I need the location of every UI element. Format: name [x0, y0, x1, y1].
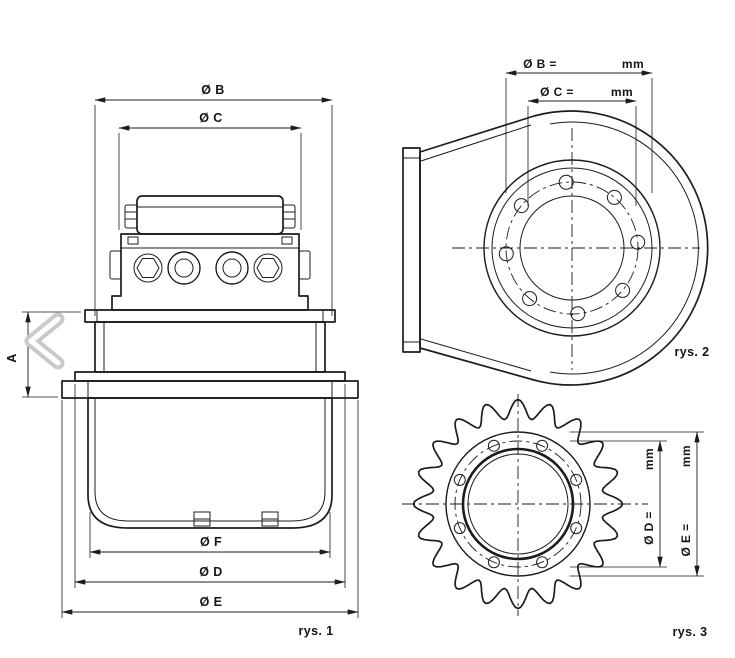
figure-1-caption: rys. 1 [298, 624, 333, 638]
drum-housing [87, 397, 333, 529]
dim-label-c: Ø C [199, 111, 222, 125]
dimension-a: A [5, 311, 81, 398]
figure-sprocket-view: mm Ø D = mm Ø E = rys. 3 [402, 394, 707, 639]
dimension-d-blank: mm Ø D = [570, 440, 667, 568]
dimension-e-blank: mm Ø E = [570, 431, 704, 577]
dim-label-b: Ø B [201, 83, 224, 97]
dimension-c-blank: Ø C = mm [527, 85, 637, 206]
chevron-left-icon[interactable] [24, 312, 65, 370]
bolt-holes [453, 439, 583, 569]
dim-unit-b: mm [622, 57, 644, 71]
sprocket-hub [402, 394, 648, 616]
hex-plug-left [133, 253, 163, 283]
figure-front-view: Ø B Ø C A Ø F Ø D [5, 83, 359, 638]
housing-outline [402, 110, 709, 386]
figure-side-view: Ø B = mm Ø C = mm rys. 2 [402, 57, 709, 386]
dimension-b-blank: Ø B = mm [505, 57, 653, 193]
figure-2-caption: rys. 2 [674, 345, 709, 359]
dim-label-f: Ø F [200, 535, 222, 549]
bolt-holes [498, 174, 646, 322]
dimension-e: Ø E [61, 400, 359, 618]
dim-label-a: A [5, 353, 19, 362]
port-left [167, 251, 201, 285]
dimension-d: Ø D [74, 384, 346, 588]
top-cover [124, 195, 296, 235]
dimension-b: Ø B [94, 83, 333, 316]
dimension-f: Ø F [89, 512, 331, 558]
dim-label-b-eq: Ø B = [523, 57, 557, 71]
hex-plug-right [253, 253, 283, 283]
dim-label-e: Ø E [200, 595, 223, 609]
mounting-flange [61, 309, 359, 399]
port-right [215, 251, 249, 285]
dim-label-d: Ø D [199, 565, 222, 579]
dim-label-d-eq: Ø D = [642, 511, 656, 545]
bolt-circle-face [452, 128, 700, 370]
dimension-c: Ø C [118, 111, 302, 230]
figure-3-caption: rys. 3 [672, 625, 707, 639]
dim-unit-e: mm [679, 445, 693, 467]
dim-label-e-eq: Ø E = [679, 523, 693, 556]
dim-label-c-eq: Ø C = [540, 85, 574, 99]
valve-block [109, 233, 311, 311]
dim-unit-d: mm [642, 448, 656, 470]
dim-unit-c: mm [611, 85, 633, 99]
